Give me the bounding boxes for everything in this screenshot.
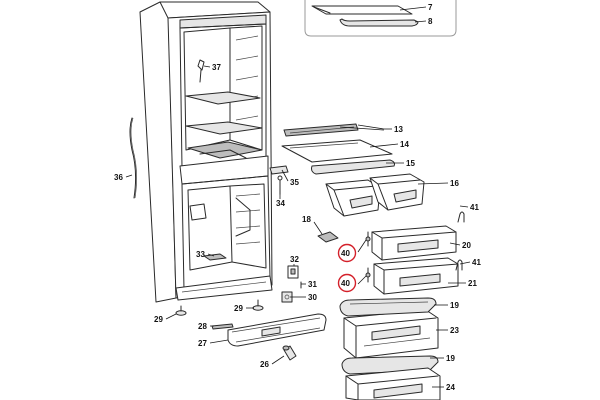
callout-24: 24 <box>446 383 455 392</box>
callout-20: 20 <box>462 241 471 250</box>
shelf-assembly <box>281 123 395 175</box>
callout-37: 37 <box>212 63 221 72</box>
callout-7: 7 <box>428 3 433 12</box>
callout-13: 13 <box>394 125 403 134</box>
hook-part-41b <box>455 259 463 271</box>
callout-34: 34 <box>276 199 285 208</box>
freezer-drawer-part-21 <box>373 257 459 295</box>
callout-29a: 29 <box>154 315 163 324</box>
callout-41a: 41 <box>470 203 479 212</box>
door-bins-part-16 <box>325 173 425 217</box>
freezer-drawer-part-20 <box>371 225 457 261</box>
leg-part-26 <box>282 345 297 361</box>
callout-8: 8 <box>428 17 433 26</box>
drawer-part-24 <box>345 367 441 400</box>
clip-part-18 <box>317 231 339 243</box>
callout-27: 27 <box>198 339 207 348</box>
shelf-trim-part-8 <box>339 18 419 27</box>
callout-33: 33 <box>196 250 205 259</box>
callout-21: 21 <box>468 279 477 288</box>
callout-40a: 40 <box>341 249 350 258</box>
callout-19a: 19 <box>450 301 459 310</box>
callout-14: 14 <box>400 140 409 149</box>
callout-31: 31 <box>308 280 317 289</box>
callout-18: 18 <box>302 215 311 224</box>
callout-19b: 19 <box>446 354 455 363</box>
foot-part-29b <box>175 305 187 316</box>
callout-40b: 40 <box>341 279 350 288</box>
door-seal-part-36 <box>129 117 137 199</box>
drawer-runner-part-40b <box>365 267 371 283</box>
callout-29b: 29 <box>234 304 243 313</box>
leader-lines <box>125 6 471 388</box>
highlight-circle-40a <box>337 243 357 263</box>
drawer-part-23 <box>343 309 439 359</box>
fridge-cabinet <box>139 1 289 303</box>
shelf-inset <box>304 0 457 37</box>
callout-41b: 41 <box>472 258 481 267</box>
foot-part-29a <box>252 299 264 311</box>
hook-part-41a <box>457 211 465 223</box>
drawer-runner-part-40a <box>365 231 371 247</box>
glass-shelf-part-7 <box>311 5 413 15</box>
callout-26: 26 <box>260 360 269 369</box>
callout-30: 30 <box>308 293 317 302</box>
callout-36: 36 <box>114 173 123 182</box>
callout-15: 15 <box>406 159 415 168</box>
callout-28: 28 <box>198 322 207 331</box>
highlight-circle-40b <box>337 273 357 293</box>
callout-32: 32 <box>290 255 299 264</box>
callout-labels: 7 8 13 14 15 16 18 19 19 20 21 23 24 26 … <box>114 3 481 392</box>
callout-35: 35 <box>290 178 299 187</box>
callout-16: 16 <box>450 179 459 188</box>
callout-23: 23 <box>450 326 459 335</box>
